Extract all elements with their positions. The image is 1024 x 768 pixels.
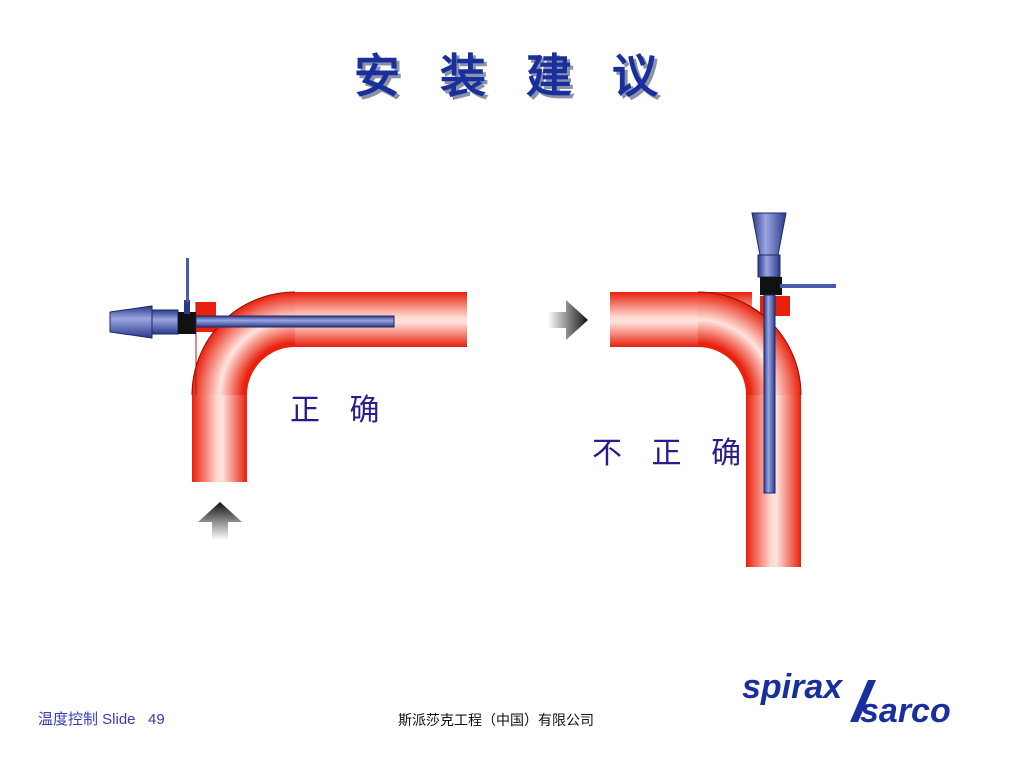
logo-text-spirax: spirax — [742, 670, 844, 706]
incorrect-sensor-probe — [751, 212, 836, 494]
correct-label: 正 确 — [290, 393, 390, 428]
spirax-sarco-logo: spirax sarco — [742, 670, 951, 730]
footer-company: 斯派莎克工程（中国）有限公司 — [398, 713, 594, 729]
flow-arrow-up-icon — [198, 502, 242, 540]
slide-title: 安 装 建 议 — [353, 49, 671, 103]
flow-arrow-right-icon — [548, 300, 588, 340]
incorrect-label: 不 正 确 — [592, 436, 752, 471]
correct-sensor-probe — [109, 258, 395, 339]
incorrect-pipe — [610, 291, 802, 567]
logo-text-sarco: sarco — [860, 692, 951, 730]
footer-slide-number: 温度控制 Slide 49 — [38, 711, 165, 728]
